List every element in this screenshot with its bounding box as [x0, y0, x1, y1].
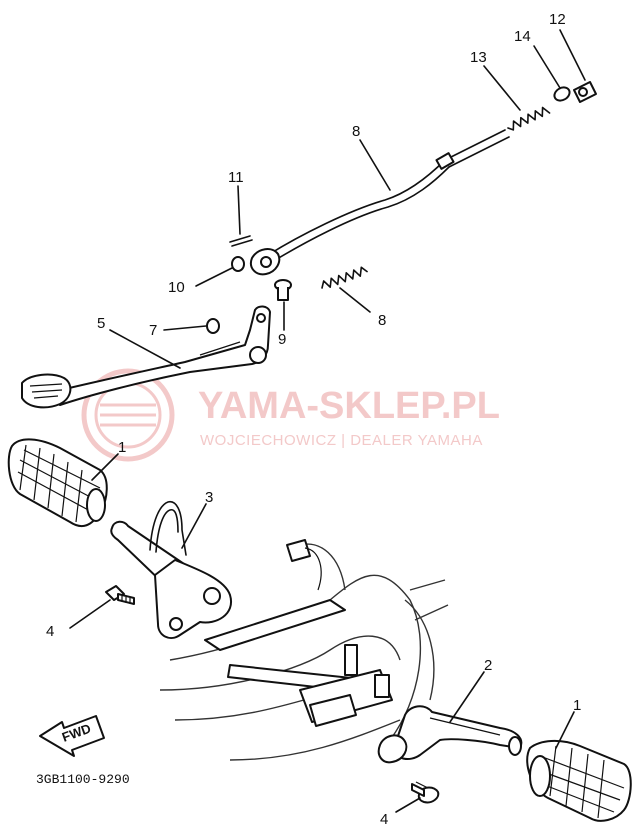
callout-8-spring: 8	[378, 312, 386, 329]
callout-1-right: 1	[573, 697, 581, 714]
callout-3: 3	[205, 489, 213, 506]
callout-4-lower: 4	[380, 811, 388, 828]
watermark-subtitle: WOJCIECHOWICZ | DEALER YAMAHA	[200, 432, 483, 449]
footrest-bracket-2	[377, 705, 523, 764]
callout-5: 5	[97, 315, 105, 332]
pin-9	[274, 279, 292, 301]
callout-7: 7	[149, 322, 157, 339]
fwd-arrow-icon: FWD	[39, 715, 105, 757]
callout-11: 11	[228, 169, 244, 186]
bolt-4-upper	[105, 585, 135, 605]
cable-end-14	[553, 86, 571, 102]
footrest-bracket-3	[110, 501, 233, 639]
callout-14: 14	[514, 28, 531, 45]
footrest-1-right	[526, 740, 632, 822]
spring-13	[507, 106, 551, 131]
cable-pivot	[250, 248, 281, 276]
callout-labels: 12 14 13 8 11 10 8 5 7 9 1 3 4 2 1 4	[46, 11, 581, 828]
callout-13: 13	[470, 49, 487, 66]
callout-8-cable: 8	[352, 123, 360, 140]
callout-10: 10	[168, 279, 185, 296]
washer-7	[206, 318, 220, 334]
diagram-code: 3GB1100-9290	[36, 772, 130, 787]
bolt-4-lower	[411, 781, 440, 804]
spring-6	[321, 266, 368, 289]
callout-2: 2	[484, 657, 492, 674]
watermark-title: YAMA-SKLEP.PL	[198, 385, 500, 427]
washer-10	[231, 256, 245, 272]
callout-9: 9	[278, 331, 286, 348]
brake-pedal-5	[21, 305, 271, 409]
leader-lines	[69, 29, 586, 813]
callout-12: 12	[549, 11, 566, 28]
watermark: YAMA-SKLEP.PL WOJCIECHOWICZ | DEALER YAM…	[81, 368, 500, 462]
cotter-pin-11	[229, 235, 253, 247]
frame-outline	[159, 539, 449, 761]
brake-cable	[267, 129, 510, 263]
callout-1-left: 1	[118, 439, 126, 456]
callout-4-upper: 4	[46, 623, 54, 640]
footrest-1-left	[7, 438, 108, 528]
adjuster-nut-12	[573, 81, 597, 103]
